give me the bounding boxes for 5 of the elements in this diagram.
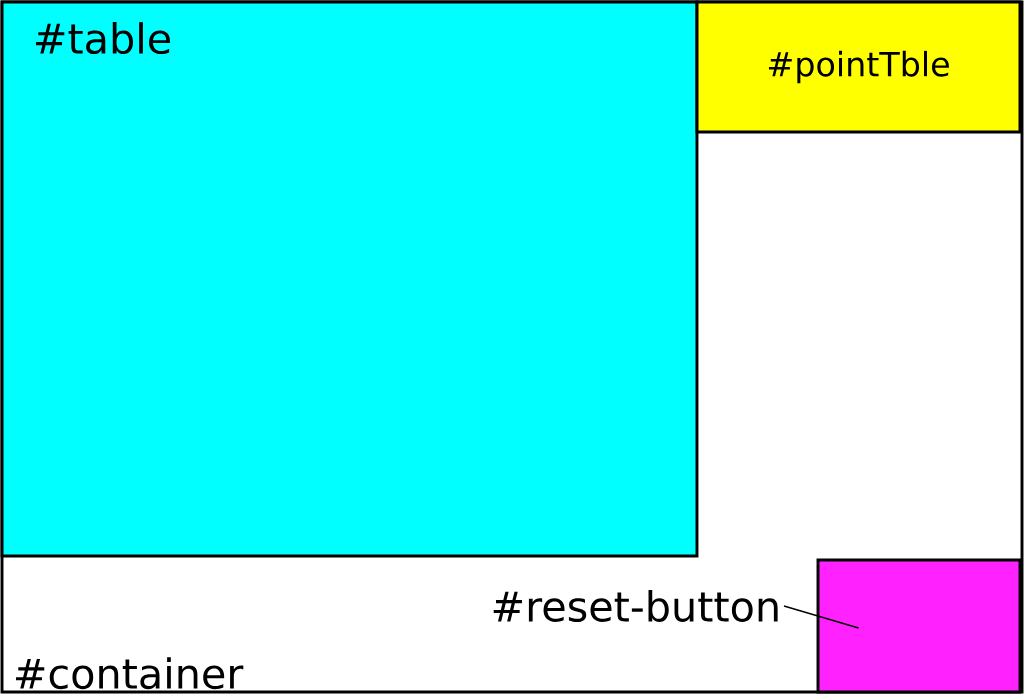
leader-line	[783, 605, 860, 629]
reset-button-box	[816, 558, 1022, 694]
table-box: #table	[0, 0, 699, 558]
label-text: #reset-button	[493, 590, 778, 622]
point-table-box: #pointTble	[695, 0, 1022, 134]
